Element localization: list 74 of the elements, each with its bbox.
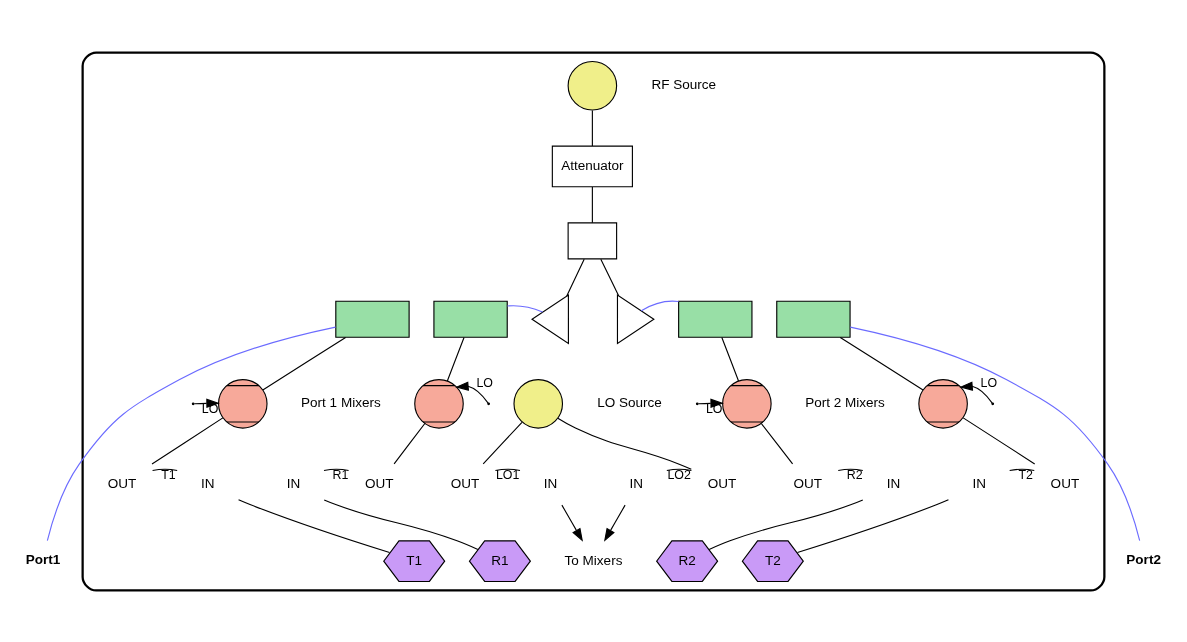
node-box [567, 221, 618, 259]
node-box [678, 300, 753, 338]
connector [849, 326, 1141, 541]
connector [796, 498, 949, 553]
node-label: LO Source [597, 394, 662, 410]
connector [721, 336, 740, 381]
connector [446, 336, 465, 381]
node-text: OUT [1050, 475, 1080, 491]
edge-label: R2 [846, 467, 863, 482]
connector [839, 336, 924, 391]
node-text: To Mixers [564, 552, 623, 568]
connector [393, 422, 426, 464]
arrow [455, 380, 489, 404]
connector [506, 304, 544, 313]
connector [837, 468, 864, 471]
connector [600, 258, 620, 296]
connector [1009, 468, 1035, 471]
cluster [81, 50, 1106, 592]
connector [962, 416, 1036, 464]
node-text: IN [543, 475, 558, 491]
node-text: OUT [107, 475, 137, 491]
connector [323, 498, 479, 550]
node-text: OUT [364, 475, 394, 491]
node-box [335, 300, 410, 338]
connector [591, 109, 593, 147]
connector [482, 421, 523, 464]
edge-label: R1 [332, 467, 349, 482]
connector [46, 326, 337, 541]
node-circle [513, 378, 564, 429]
edge-label: LO [476, 375, 493, 390]
node-circle [567, 60, 618, 111]
edge-label: LO [980, 375, 998, 390]
node-circle [918, 378, 968, 429]
node-box [531, 293, 569, 345]
connector [152, 468, 178, 471]
node-label: RF Source [651, 76, 717, 92]
edge-label: LO2 [667, 467, 691, 482]
connector [666, 468, 692, 471]
node-text: IN [886, 475, 901, 491]
connector [640, 300, 680, 311]
node-text: OUT [450, 475, 480, 491]
label: Port 2 Mixers [805, 394, 885, 410]
node-text: IN [972, 475, 986, 491]
node-text: OUT [707, 475, 737, 491]
node-circle [722, 378, 772, 429]
arrow [561, 504, 584, 542]
node-box [433, 300, 508, 338]
connector [566, 258, 585, 297]
node-box: Attenuator [551, 145, 633, 187]
connector [494, 468, 521, 471]
node-circle [217, 378, 268, 429]
node-text: Port1 [25, 551, 61, 567]
edge-label: T1 [161, 467, 176, 482]
connector [760, 422, 794, 464]
arrow [959, 380, 993, 404]
node-text: IN [286, 475, 301, 491]
edge-label: T2 [1018, 467, 1033, 482]
connector [238, 498, 391, 553]
label: Port 1 Mixers [301, 394, 381, 410]
node-box [616, 293, 655, 345]
connector [591, 185, 593, 223]
arrow [603, 504, 626, 542]
node-text: OUT [793, 475, 823, 491]
connector [262, 336, 347, 391]
edge-label: LO1 [495, 467, 520, 482]
node-text: IN [201, 475, 215, 491]
connector [708, 498, 864, 550]
node-circle [414, 378, 464, 429]
node-box [776, 300, 851, 338]
node-text: Port2 [1126, 551, 1161, 567]
connector [323, 468, 350, 471]
connector [557, 417, 692, 470]
connector [151, 416, 224, 464]
node-text: IN [629, 475, 644, 491]
